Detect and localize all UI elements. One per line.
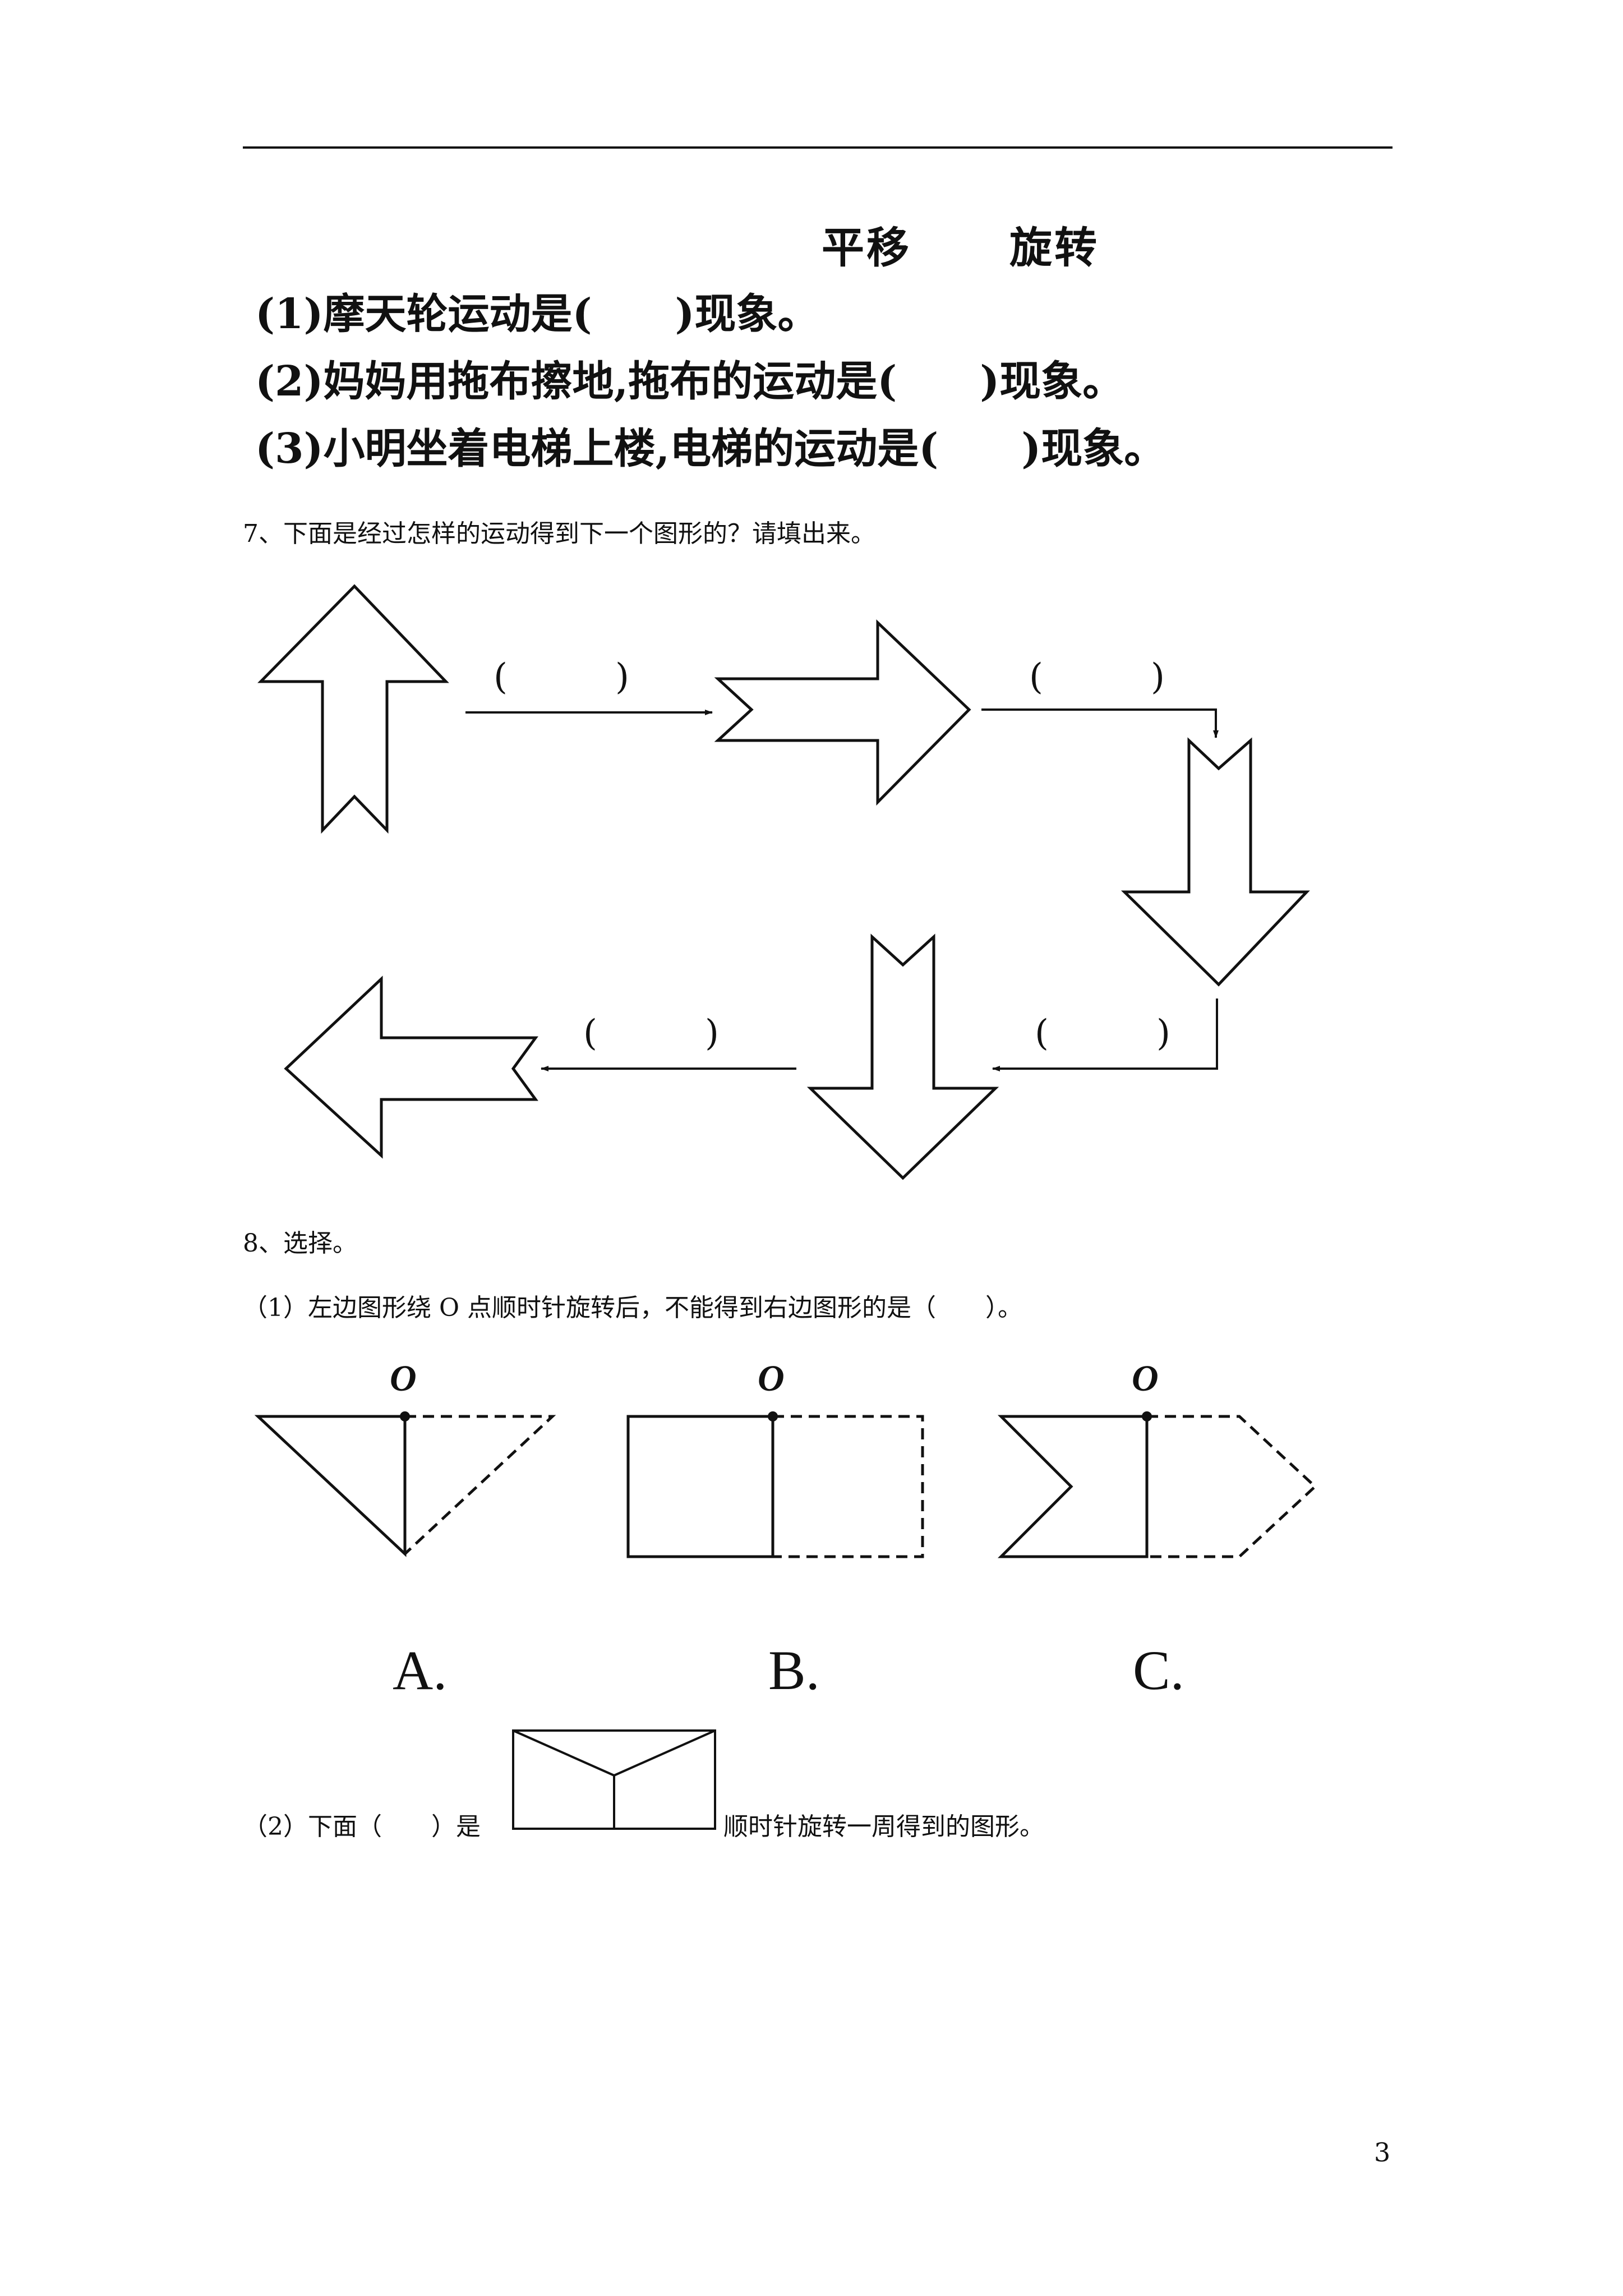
q7-blank-3[interactable]: ( )	[1035, 1013, 1170, 1054]
o-label-a: O	[390, 1358, 417, 1399]
q7-blank-1[interactable]: ( )	[494, 656, 629, 698]
q6-line-2: (2)妈妈用拖布擦地,拖布的运动是( )现象。	[255, 357, 1124, 406]
arrow-down-shape-1	[1121, 737, 1310, 987]
figure-b-solid	[626, 1415, 774, 1558]
choice-a[interactable]: A.	[393, 1639, 448, 1701]
q6-line-1: (1)摩天轮运动是( )现象。	[255, 290, 819, 338]
q8-title: 8、选择。	[243, 1229, 357, 1258]
arrow-up-shape	[257, 584, 449, 834]
arrow-right-shape	[714, 619, 971, 806]
envelope-lines	[513, 1729, 716, 1829]
q6-line-3: (3)小明坐着电梯上楼,电梯的运动是( )现象。	[255, 425, 1166, 473]
figure-a-dashed	[404, 1415, 556, 1555]
page-number: 3	[1374, 2137, 1391, 2168]
arrow-down-shape-2	[806, 933, 999, 1180]
point-o-a	[400, 1411, 410, 1421]
q8-part2-before: （2）下面（ ）是	[243, 1812, 481, 1841]
figure-b-dashed	[773, 1415, 924, 1558]
o-label-b: O	[758, 1358, 785, 1399]
q7-blank-4[interactable]: ( )	[583, 1013, 719, 1054]
point-o-b	[768, 1411, 778, 1421]
o-label-c: O	[1132, 1358, 1159, 1399]
choice-c[interactable]: C.	[1133, 1639, 1184, 1701]
choice-b[interactable]: B.	[768, 1639, 820, 1701]
figure-c-solid	[997, 1415, 1149, 1558]
figure-c-dashed	[1147, 1415, 1317, 1558]
connector-2	[981, 708, 1219, 738]
option-rotation: 旋转	[1009, 223, 1099, 273]
figure-a-solid	[254, 1415, 407, 1557]
header-rule	[243, 146, 1393, 149]
q7-prompt: 7、下面是经过怎样的运动得到下一个图形的？请填出来。	[243, 519, 875, 548]
q8-part2-after: 顺时针旋转一周得到的图形。	[723, 1812, 1044, 1841]
connector-3	[992, 999, 1218, 1071]
option-translation: 平移	[822, 223, 911, 273]
point-o-c	[1142, 1411, 1152, 1421]
arrow-left-shape	[284, 976, 538, 1159]
q7-blank-2[interactable]: ( )	[1029, 656, 1165, 698]
q8-part1: （1）左边图形绕 O 点顺时针旋转后，不能得到右边图形的是（ ）。	[243, 1294, 1023, 1322]
